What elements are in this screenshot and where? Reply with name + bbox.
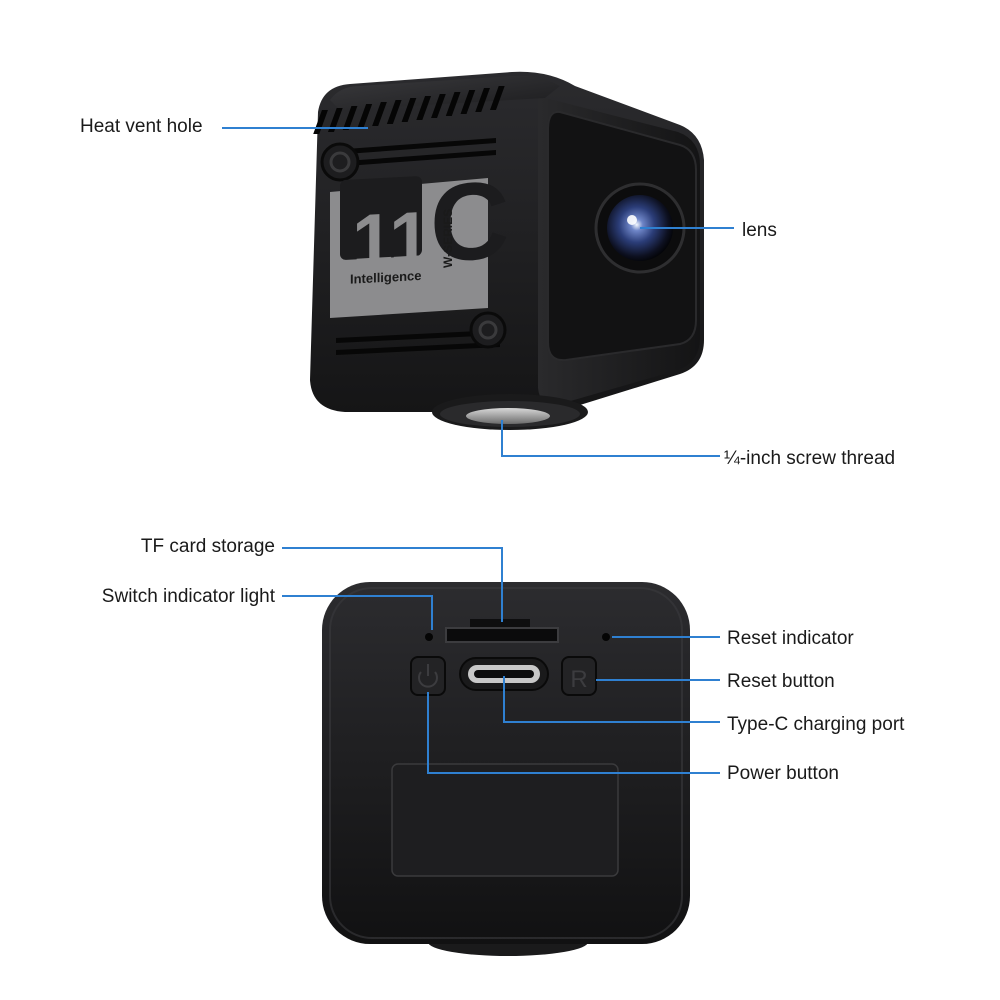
- leader-power-button: [427, 692, 720, 774]
- bottom-leader-lines: [282, 547, 720, 774]
- top-grooves: [332, 138, 496, 167]
- plate-number: 11: [352, 195, 430, 282]
- plate-letter: C: [430, 158, 509, 285]
- leader-screw-thread: [501, 420, 720, 457]
- label-type-c: Type-C charging port: [727, 714, 905, 735]
- leader-tf-card: [282, 547, 503, 622]
- label-lens: lens: [742, 220, 777, 241]
- leader-switch-light: [282, 595, 433, 630]
- label-screw-thread: ¼-inch screw thread: [724, 448, 896, 469]
- screw-mount-icon: [432, 394, 588, 430]
- label-switch-light: Switch indicator light: [101, 586, 275, 607]
- power-button[interactable]: [410, 656, 446, 696]
- plate-series: W-SERIES: [441, 209, 455, 268]
- model-plate: 11 C W-SERIES Intelligence: [330, 158, 509, 318]
- reset-button[interactable]: R: [561, 656, 597, 696]
- bottom-camera: R: [322, 582, 690, 956]
- bottom-body-bevel: [329, 587, 683, 939]
- type-c-port: [459, 657, 549, 691]
- label-reset-indicator: Reset indicator: [727, 628, 854, 649]
- front-camera: 11 C W-SERIES Intelligence: [310, 71, 704, 430]
- bottom-grooves: [336, 330, 500, 355]
- vent-slots-icon: [313, 86, 505, 134]
- plate-tagline: Intelligence: [350, 268, 421, 287]
- screw-icon-bottom: [469, 311, 507, 349]
- camera-top-edge: [330, 75, 560, 110]
- label-tf-card: TF card storage: [140, 536, 275, 557]
- front-leader-lines: [222, 127, 734, 457]
- bottom-label-panel: [391, 763, 619, 877]
- label-heat-vent: Heat vent hole: [80, 116, 203, 137]
- reset-indicator: [602, 633, 610, 641]
- screw-icon-top: [320, 142, 360, 182]
- leader-type-c: [503, 676, 720, 723]
- label-power-button: Power button: [727, 763, 839, 784]
- switch-indicator-light: [425, 633, 433, 641]
- reset-key-letter: R: [570, 666, 587, 693]
- power-icon: [418, 664, 438, 688]
- label-reset-button: Reset button: [727, 671, 835, 692]
- tf-card-slot: [445, 619, 559, 643]
